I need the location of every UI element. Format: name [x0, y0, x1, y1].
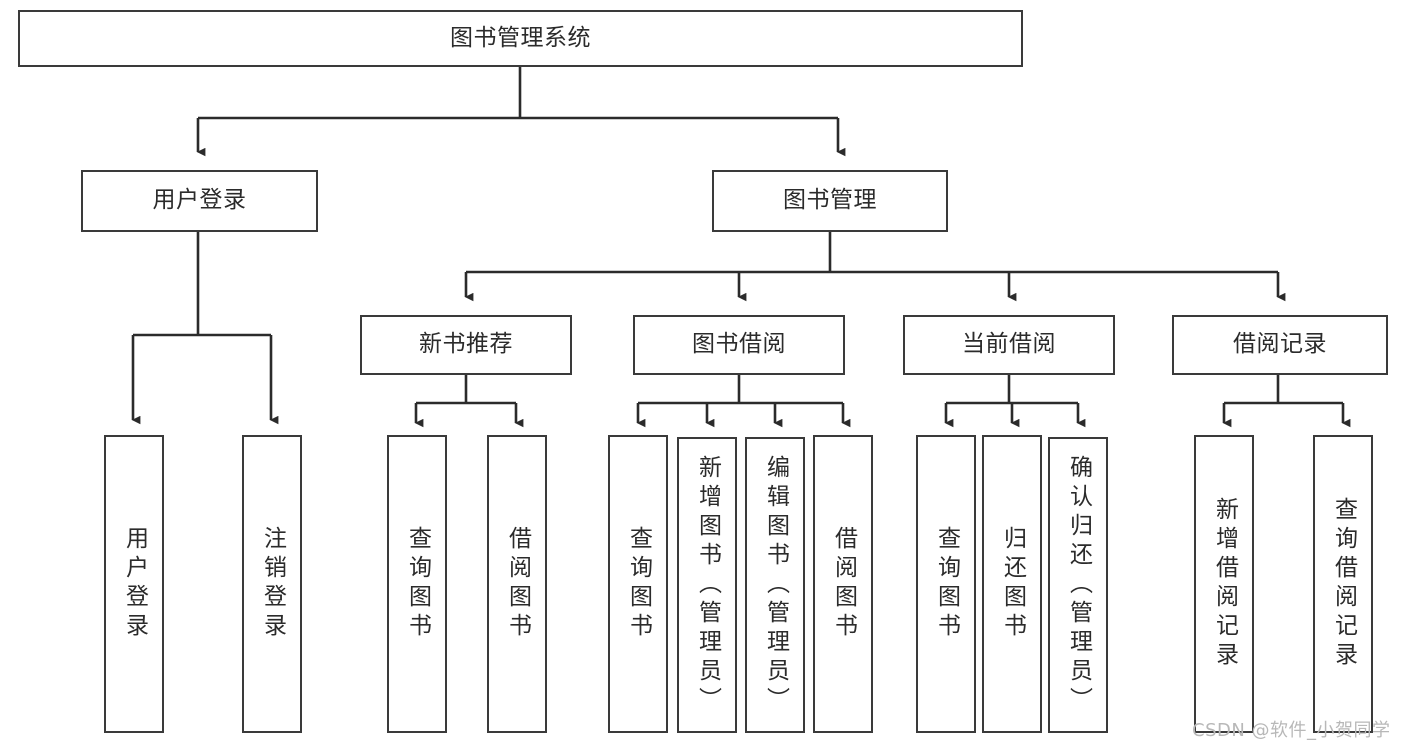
leaf-borrow-query-books[interactable]: 查询图书 — [608, 435, 668, 733]
leaf-user-login-login[interactable]: 用户登录 — [104, 435, 164, 733]
leaf-current-confirm-return-admin[interactable]: 确认归还（管理员） — [1048, 437, 1108, 733]
node-label: 借阅记录 — [1233, 331, 1327, 358]
node-label: 查询图书 — [933, 526, 960, 642]
node-label: 编辑图书（管理员） — [762, 454, 789, 716]
node-label: 注销登录 — [259, 526, 286, 642]
node-label: 图书管理 — [783, 187, 877, 214]
node-label: 当前借阅 — [962, 331, 1056, 358]
node-user-login[interactable]: 用户登录 — [81, 170, 318, 232]
leaf-current-return-books[interactable]: 归还图书 — [982, 435, 1042, 733]
node-label: 新增借阅记录 — [1211, 497, 1238, 671]
node-current-borrow[interactable]: 当前借阅 — [903, 315, 1115, 375]
node-label: 查询借阅记录 — [1330, 497, 1357, 671]
node-label: 借阅图书 — [504, 526, 531, 642]
node-label: 新书推荐 — [419, 331, 513, 358]
leaf-current-query-books[interactable]: 查询图书 — [916, 435, 976, 733]
leaf-new-book-query-books[interactable]: 查询图书 — [387, 435, 447, 733]
node-label: 图书借阅 — [692, 331, 786, 358]
node-label: 查询图书 — [404, 526, 431, 642]
node-label: 新增图书（管理员） — [694, 454, 721, 716]
leaf-user-login-logout[interactable]: 注销登录 — [242, 435, 302, 733]
node-book-management[interactable]: 图书管理 — [712, 170, 948, 232]
node-book-borrow[interactable]: 图书借阅 — [633, 315, 845, 375]
node-label: 用户登录 — [121, 526, 148, 642]
leaf-record-add-borrow-record[interactable]: 新增借阅记录 — [1194, 435, 1254, 733]
csdn-watermark: CSDN @软件_小贺同学 — [1192, 720, 1391, 741]
leaf-borrow-add-book-admin[interactable]: 新增图书（管理员） — [677, 437, 737, 733]
leaf-new-book-borrow-books[interactable]: 借阅图书 — [487, 435, 547, 733]
node-borrow-record[interactable]: 借阅记录 — [1172, 315, 1388, 375]
node-label: 图书管理系统 — [450, 24, 591, 51]
node-root-book-management-system[interactable]: 图书管理系统 — [18, 10, 1023, 67]
node-label: 用户登录 — [152, 187, 247, 214]
node-label: 查询图书 — [625, 526, 652, 642]
node-label: 借阅图书 — [830, 526, 857, 642]
leaf-borrow-borrow-books[interactable]: 借阅图书 — [813, 435, 873, 733]
leaf-record-query-borrow-record[interactable]: 查询借阅记录 — [1313, 435, 1373, 733]
node-label: 确认归还（管理员） — [1065, 454, 1092, 716]
leaf-borrow-edit-book-admin[interactable]: 编辑图书（管理员） — [745, 437, 805, 733]
node-label: 归还图书 — [999, 526, 1026, 642]
node-new-book-recommendation[interactable]: 新书推荐 — [360, 315, 572, 375]
